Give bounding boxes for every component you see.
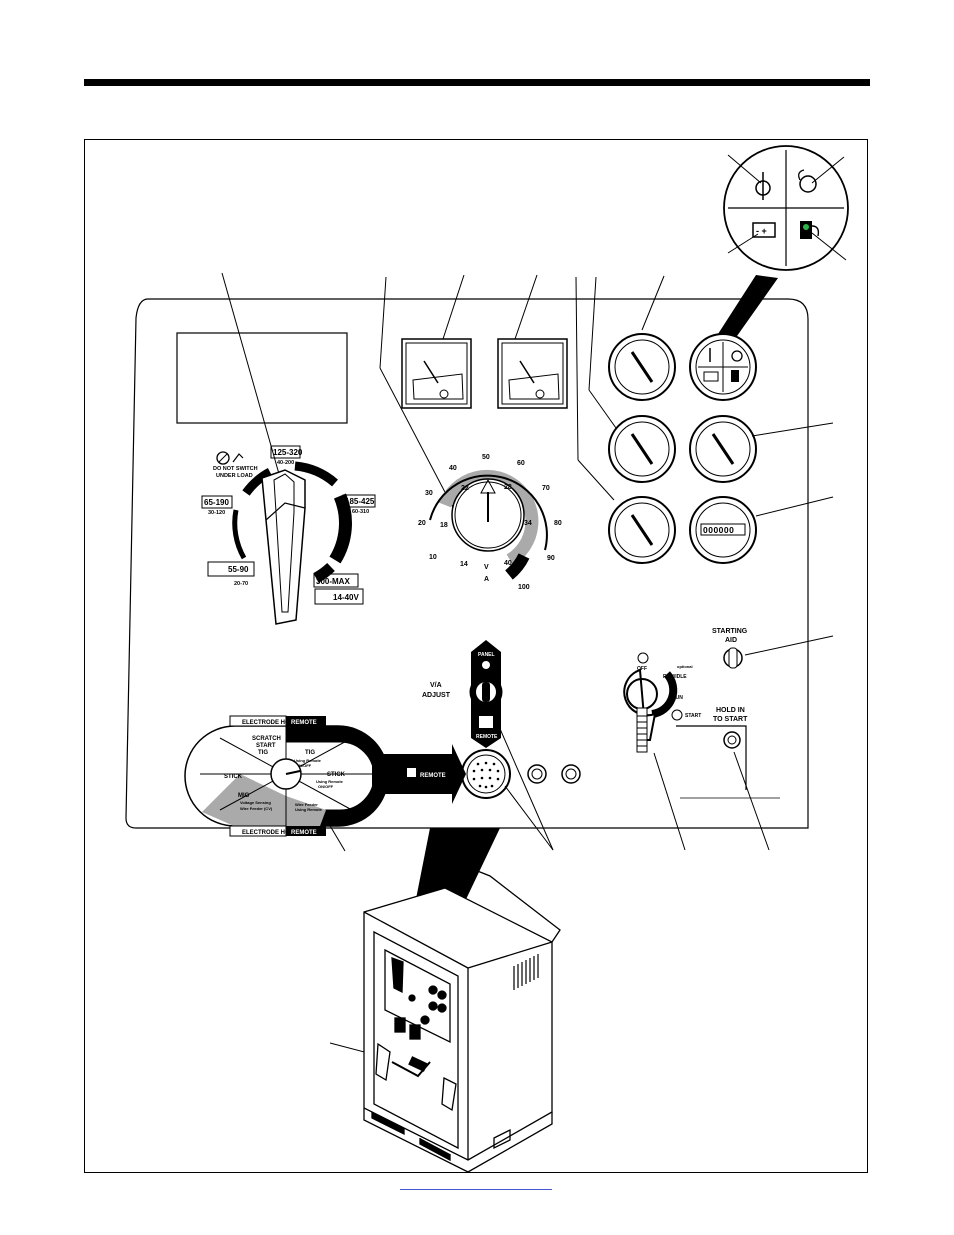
panel-label: PANEL [478, 652, 495, 658]
engine-start-label: START [685, 713, 701, 719]
tig-right-label: TIG [305, 750, 315, 756]
range-setting-300-max: 300-MAX [316, 577, 350, 586]
scratch-start-line2: START [256, 743, 276, 749]
hold-in-line1: HOLD IN [716, 707, 745, 714]
remote-top: REMOTE [291, 720, 317, 726]
starting-aid-line1: STARTING [712, 628, 748, 635]
svg-text:- +: - + [756, 226, 767, 236]
dial-amps-70: 70 [542, 485, 550, 492]
stick-right-sub-line1: Using Remote [316, 779, 344, 784]
ammeter [497, 338, 568, 409]
figure-frame [84, 139, 868, 1173]
electrode-hot-top: ELECTRODE HOT [242, 720, 294, 726]
dial-volts-28: 28 [504, 484, 512, 491]
mig-sub-line2: Wire Feeder (CV) [240, 806, 273, 811]
gauge-mid-right [689, 415, 757, 483]
range-setting-125-320-sub: 40-200 [277, 460, 294, 466]
no-switch-warning-line2: UNDER LOAD [216, 473, 253, 479]
indicator-light-cluster [689, 333, 757, 401]
fuel-level-icon [800, 221, 820, 239]
starting-aid-switch[interactable]: STARTING AID [712, 628, 748, 669]
engine-off-label: OFF [637, 666, 647, 672]
mig-sub-line1: Voltage Sensing [240, 800, 271, 805]
range-setting-55-90: 55-90 [228, 565, 249, 574]
dial-amps-50: 50 [482, 454, 490, 461]
range-setting-55-90-sub: 20-70 [234, 581, 248, 587]
circuit-breaker-2[interactable] [561, 764, 581, 784]
process-selector-switch[interactable]: ELECTRODE HOT ELECTRODE HOT REMOTE REMOT… [184, 715, 466, 837]
va-adjust-switch[interactable]: PANEL REMOTE V/A ADJUST [422, 640, 503, 748]
range-setting-185-425: 185-425 [345, 497, 375, 506]
remote-bottom: REMOTE [291, 830, 317, 836]
dial-amps-100: 100 [518, 584, 530, 591]
dial-amps-unit: A [484, 576, 489, 583]
scratch-start-line1: SCRATCH [252, 736, 281, 742]
no-switch-warning-line1: DO NOT SWITCH [213, 466, 258, 472]
va-control-dial[interactable]: 10 20 30 40 50 60 70 80 90 100 14 18 22 … [418, 454, 562, 591]
remote-label: REMOTE [476, 734, 498, 740]
starting-aid-line2: AID [725, 637, 737, 644]
range-setting-65-190: 65-190 [204, 498, 229, 507]
va-adjust-label-line1: V/A [430, 682, 442, 689]
mig-right-sub-line2: Using Remote [295, 807, 323, 812]
start-button[interactable] [723, 731, 741, 749]
electrode-hot-bottom: ELECTRODE HOT [242, 830, 294, 836]
mig-right-sub-line1: Wire Feeder [295, 802, 318, 807]
indicator-light-magnifier: - + [718, 145, 849, 336]
engine-run-idle-label: RUN/IDLE [663, 674, 687, 680]
engine-control-switch[interactable]: OFF optional RUN/IDLE RUN START [623, 652, 701, 753]
mig-label: MIG [238, 793, 250, 799]
coolant-temp-icon [798, 169, 817, 193]
battery-charge-icon: - + [752, 222, 776, 238]
dial-amps-60: 60 [517, 460, 525, 467]
dial-amps-20: 20 [418, 520, 426, 527]
voltmeter [401, 338, 472, 409]
engine-optional-label: optional [677, 664, 693, 669]
top-rule [84, 79, 870, 86]
range-setting-65-190-sub: 30-120 [208, 510, 225, 516]
remote-arrow-label: REMOTE [420, 773, 446, 779]
dial-volts-unit: V [484, 564, 489, 571]
va-adjust-label-line2: ADJUST [422, 692, 451, 699]
hold-in-line2: TO START [713, 716, 748, 723]
range-setting-185-425-sub: 60-310 [352, 509, 369, 515]
nameplate-area [176, 332, 348, 424]
dial-volts-40: 40 [504, 560, 512, 567]
gauge-bottom-left [608, 496, 676, 564]
circuit-breaker-1[interactable] [527, 764, 547, 784]
range-selector-switch[interactable]: DO NOT SWITCH UNDER LOAD 125-320 40-200 … [201, 445, 376, 625]
welder-generator-unit [363, 867, 561, 1173]
hold-in-to-start: HOLD IN TO START [676, 707, 748, 790]
engine-gauges: 000000 [608, 333, 757, 564]
dial-volts-34: 34 [524, 520, 532, 527]
dial-volts-22: 22 [461, 485, 469, 492]
front-panel-outline [125, 298, 809, 829]
range-setting-14-40v: 14-40V [333, 593, 359, 602]
footer-link[interactable] [400, 1189, 552, 1190]
remote-14-receptacle[interactable] [461, 749, 511, 799]
dial-amps-30: 30 [425, 490, 433, 497]
stick-right-sub-line2: ON/OFF [318, 784, 334, 789]
dial-volts-18: 18 [440, 522, 448, 529]
scratch-start-line3: TIG [258, 750, 268, 756]
stick-left-label: STICK [224, 774, 243, 780]
hour-meter-digits: 000000 [703, 525, 734, 535]
oil-pressure-icon [755, 172, 771, 200]
dial-amps-90: 90 [547, 555, 555, 562]
tig-right-sub-line1: Using Remote [294, 758, 322, 763]
dial-amps-40: 40 [449, 465, 457, 472]
gauge-mid-left [608, 415, 676, 483]
stick-right-label: STICK [327, 772, 346, 778]
dial-amps-80: 80 [554, 520, 562, 527]
tig-right-sub-line2: ON/OFF [296, 763, 312, 768]
gauge-top-left [608, 333, 676, 401]
range-setting-125-320: 125-320 [273, 448, 303, 457]
no-switch-warning-icon [216, 451, 244, 465]
dial-amps-10: 10 [429, 554, 437, 561]
hour-meter: 000000 [689, 496, 757, 564]
dial-volts-14: 14 [460, 561, 468, 568]
engine-run-label: RUN [672, 695, 683, 701]
